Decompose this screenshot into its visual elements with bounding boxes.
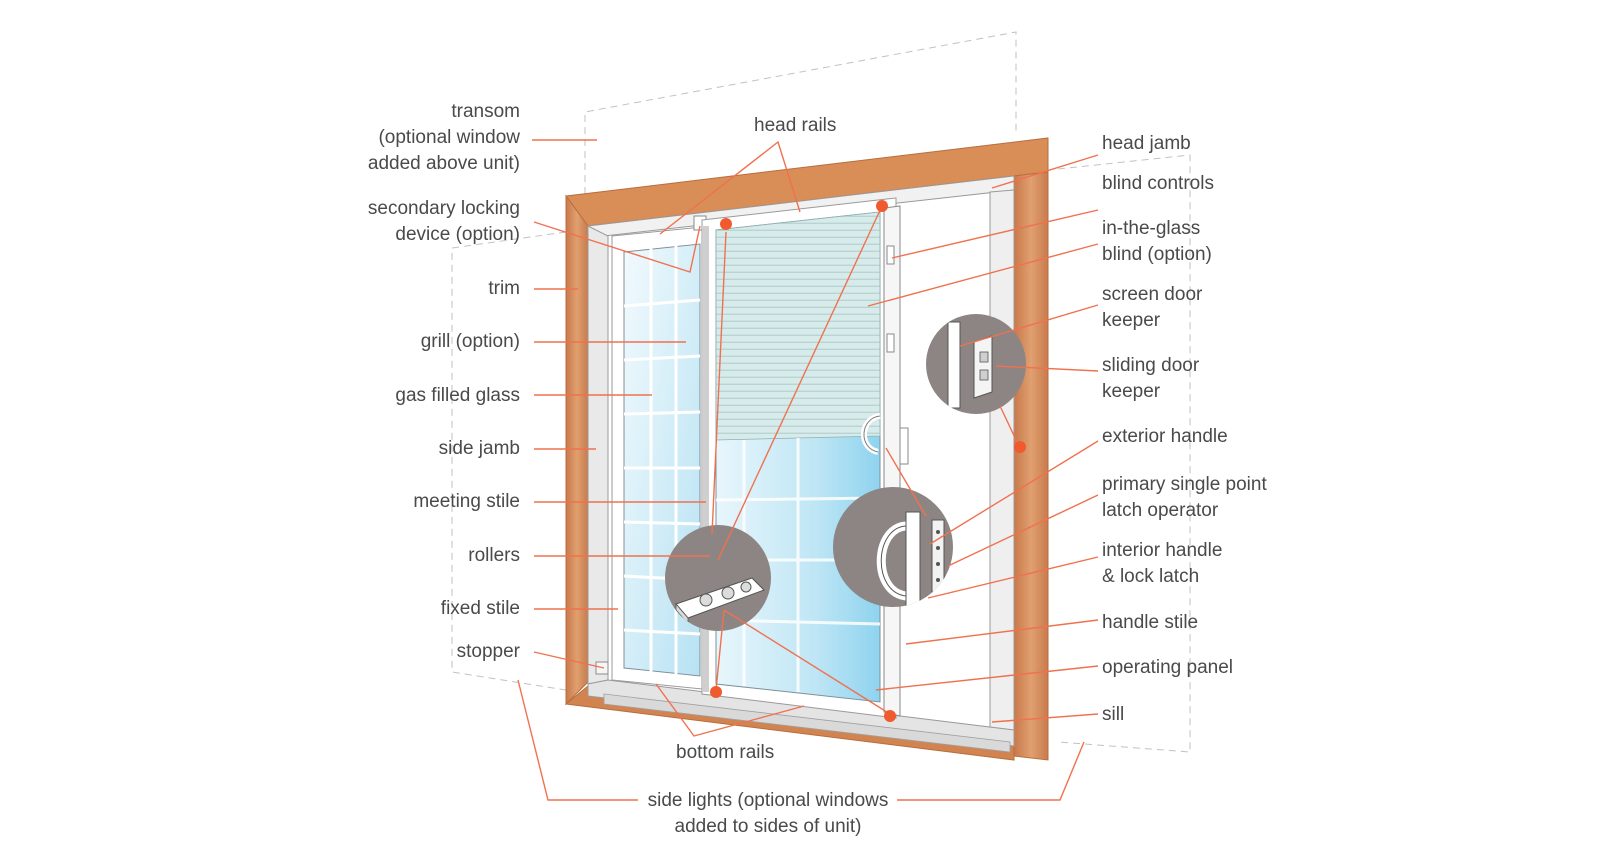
- operating-panel: [701, 197, 909, 719]
- in-the-glass-blind: [715, 211, 881, 441]
- label-meeting-stile: meeting stile: [413, 491, 520, 512]
- label-operating-panel: operating panel: [1102, 657, 1233, 678]
- blind-control-upper: [886, 245, 895, 265]
- label-gas-filled-glass: gas filled glass: [395, 385, 520, 406]
- exterior-handle-outline: [863, 415, 881, 453]
- label-head-rails: head rails: [754, 115, 837, 136]
- sill-track: [603, 693, 1011, 753]
- label-sliding-door-keeper: sliding door keeper: [1102, 355, 1200, 402]
- left-side-jamb: [587, 225, 609, 685]
- marker-dot: [884, 710, 896, 722]
- label-bottom-rails: bottom rails: [676, 742, 775, 763]
- marker-dot: [710, 686, 722, 698]
- latch-plate: [899, 427, 909, 465]
- marker-dot: [1014, 441, 1026, 453]
- marker-dot: [876, 200, 888, 212]
- label-primary-latch-operator: primary single point latch operator: [1102, 474, 1267, 521]
- label-secondary-locking-device: secondary locking device (option): [367, 198, 520, 245]
- label-side-jamb: side jamb: [438, 438, 520, 459]
- trim-left: [565, 194, 589, 706]
- handle-detail: [833, 487, 953, 607]
- blind-control-lower: [886, 333, 895, 353]
- label-screen-door-keeper: screen door keeper: [1102, 284, 1203, 331]
- label-interior-handle: interior handle & lock latch: [1102, 540, 1223, 587]
- transom-outline: [584, 31, 1017, 194]
- label-rollers: rollers: [468, 545, 520, 566]
- label-sill: sill: [1102, 704, 1125, 725]
- label-stopper: stopper: [456, 641, 520, 662]
- label-blind-controls: blind controls: [1102, 173, 1214, 194]
- label-head-jamb: head jamb: [1102, 133, 1191, 154]
- label-in-the-glass-blind: in-the-glass blind (option): [1102, 218, 1212, 265]
- side-light-left-outline: [451, 231, 567, 691]
- label-fixed-stile: fixed stile: [440, 598, 520, 619]
- label-grill: grill (option): [420, 331, 520, 352]
- label-handle-stile: handle stile: [1102, 612, 1199, 633]
- label-trim: trim: [488, 278, 520, 299]
- handle-stile: [883, 205, 901, 717]
- label-transom: transom (optional window added above uni…: [367, 101, 520, 174]
- leader-dots: [710, 200, 1026, 722]
- rollers-detail: [665, 525, 771, 631]
- marker-dot: [720, 218, 732, 230]
- label-side-lights: side lights (optional windows added to s…: [647, 790, 889, 837]
- keeper-detail: [926, 314, 1026, 414]
- side-light-right-outline: [1057, 154, 1191, 753]
- label-exterior-handle: exterior handle: [1102, 426, 1228, 447]
- leader-lines: [517, 139, 1099, 801]
- right-side-jamb: [989, 189, 1015, 747]
